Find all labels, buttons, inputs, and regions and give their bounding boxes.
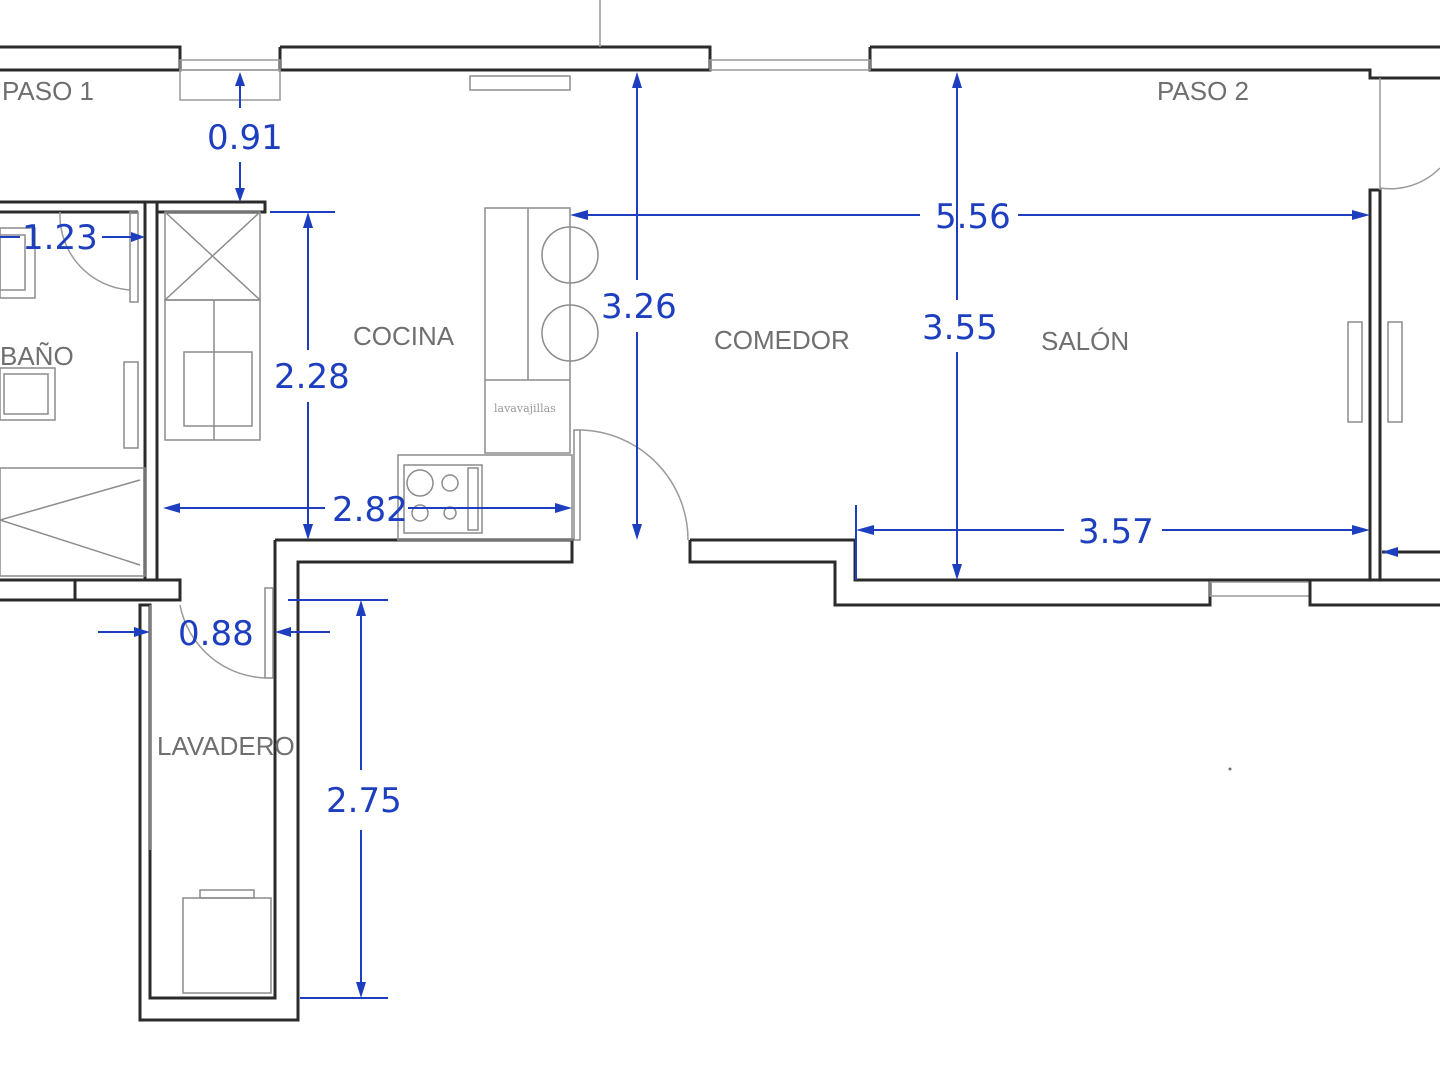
- room-labels: PASO 1 PASO 2 BAÑO COCINA COMEDOR SALÓN …: [0, 76, 1249, 761]
- walls: [0, 0, 1440, 1022]
- dimension-3-26: 3.26: [601, 287, 677, 327]
- dimension-labels: 0.91 1.23 2.28 2.82 3.26 5.56 3.55 3.57 …: [22, 118, 1154, 821]
- room-label-lavadero: LAVADERO: [157, 731, 295, 761]
- room-label-salon: SALÓN: [1041, 326, 1129, 356]
- room-label-cocina: COCINA: [353, 321, 455, 351]
- room-label-paso-2: PASO 2: [1157, 76, 1249, 106]
- room-label-paso-1: PASO 1: [2, 76, 94, 106]
- dimension-3-57: 3.57: [1078, 512, 1154, 552]
- dimension-0-91: 0.91: [207, 118, 283, 158]
- dimension-2-82: 2.82: [332, 490, 408, 530]
- room-label-comedor: COMEDOR: [714, 325, 850, 355]
- dimension-5-56: 5.56: [935, 197, 1011, 237]
- dimension-1-23: 1.23: [22, 218, 98, 258]
- dishwasher-label: lavavajillas: [494, 402, 556, 415]
- dimension-lines: [0, 72, 1398, 999]
- room-label-bano: BAÑO: [0, 341, 74, 371]
- dimension-2-75: 2.75: [326, 781, 402, 821]
- dimension-0-88: 0.88: [178, 614, 254, 654]
- dimension-2-28: 2.28: [274, 357, 350, 397]
- fixtures: lavavajillas: [0, 207, 1440, 994]
- dimension-3-55: 3.55: [922, 308, 998, 348]
